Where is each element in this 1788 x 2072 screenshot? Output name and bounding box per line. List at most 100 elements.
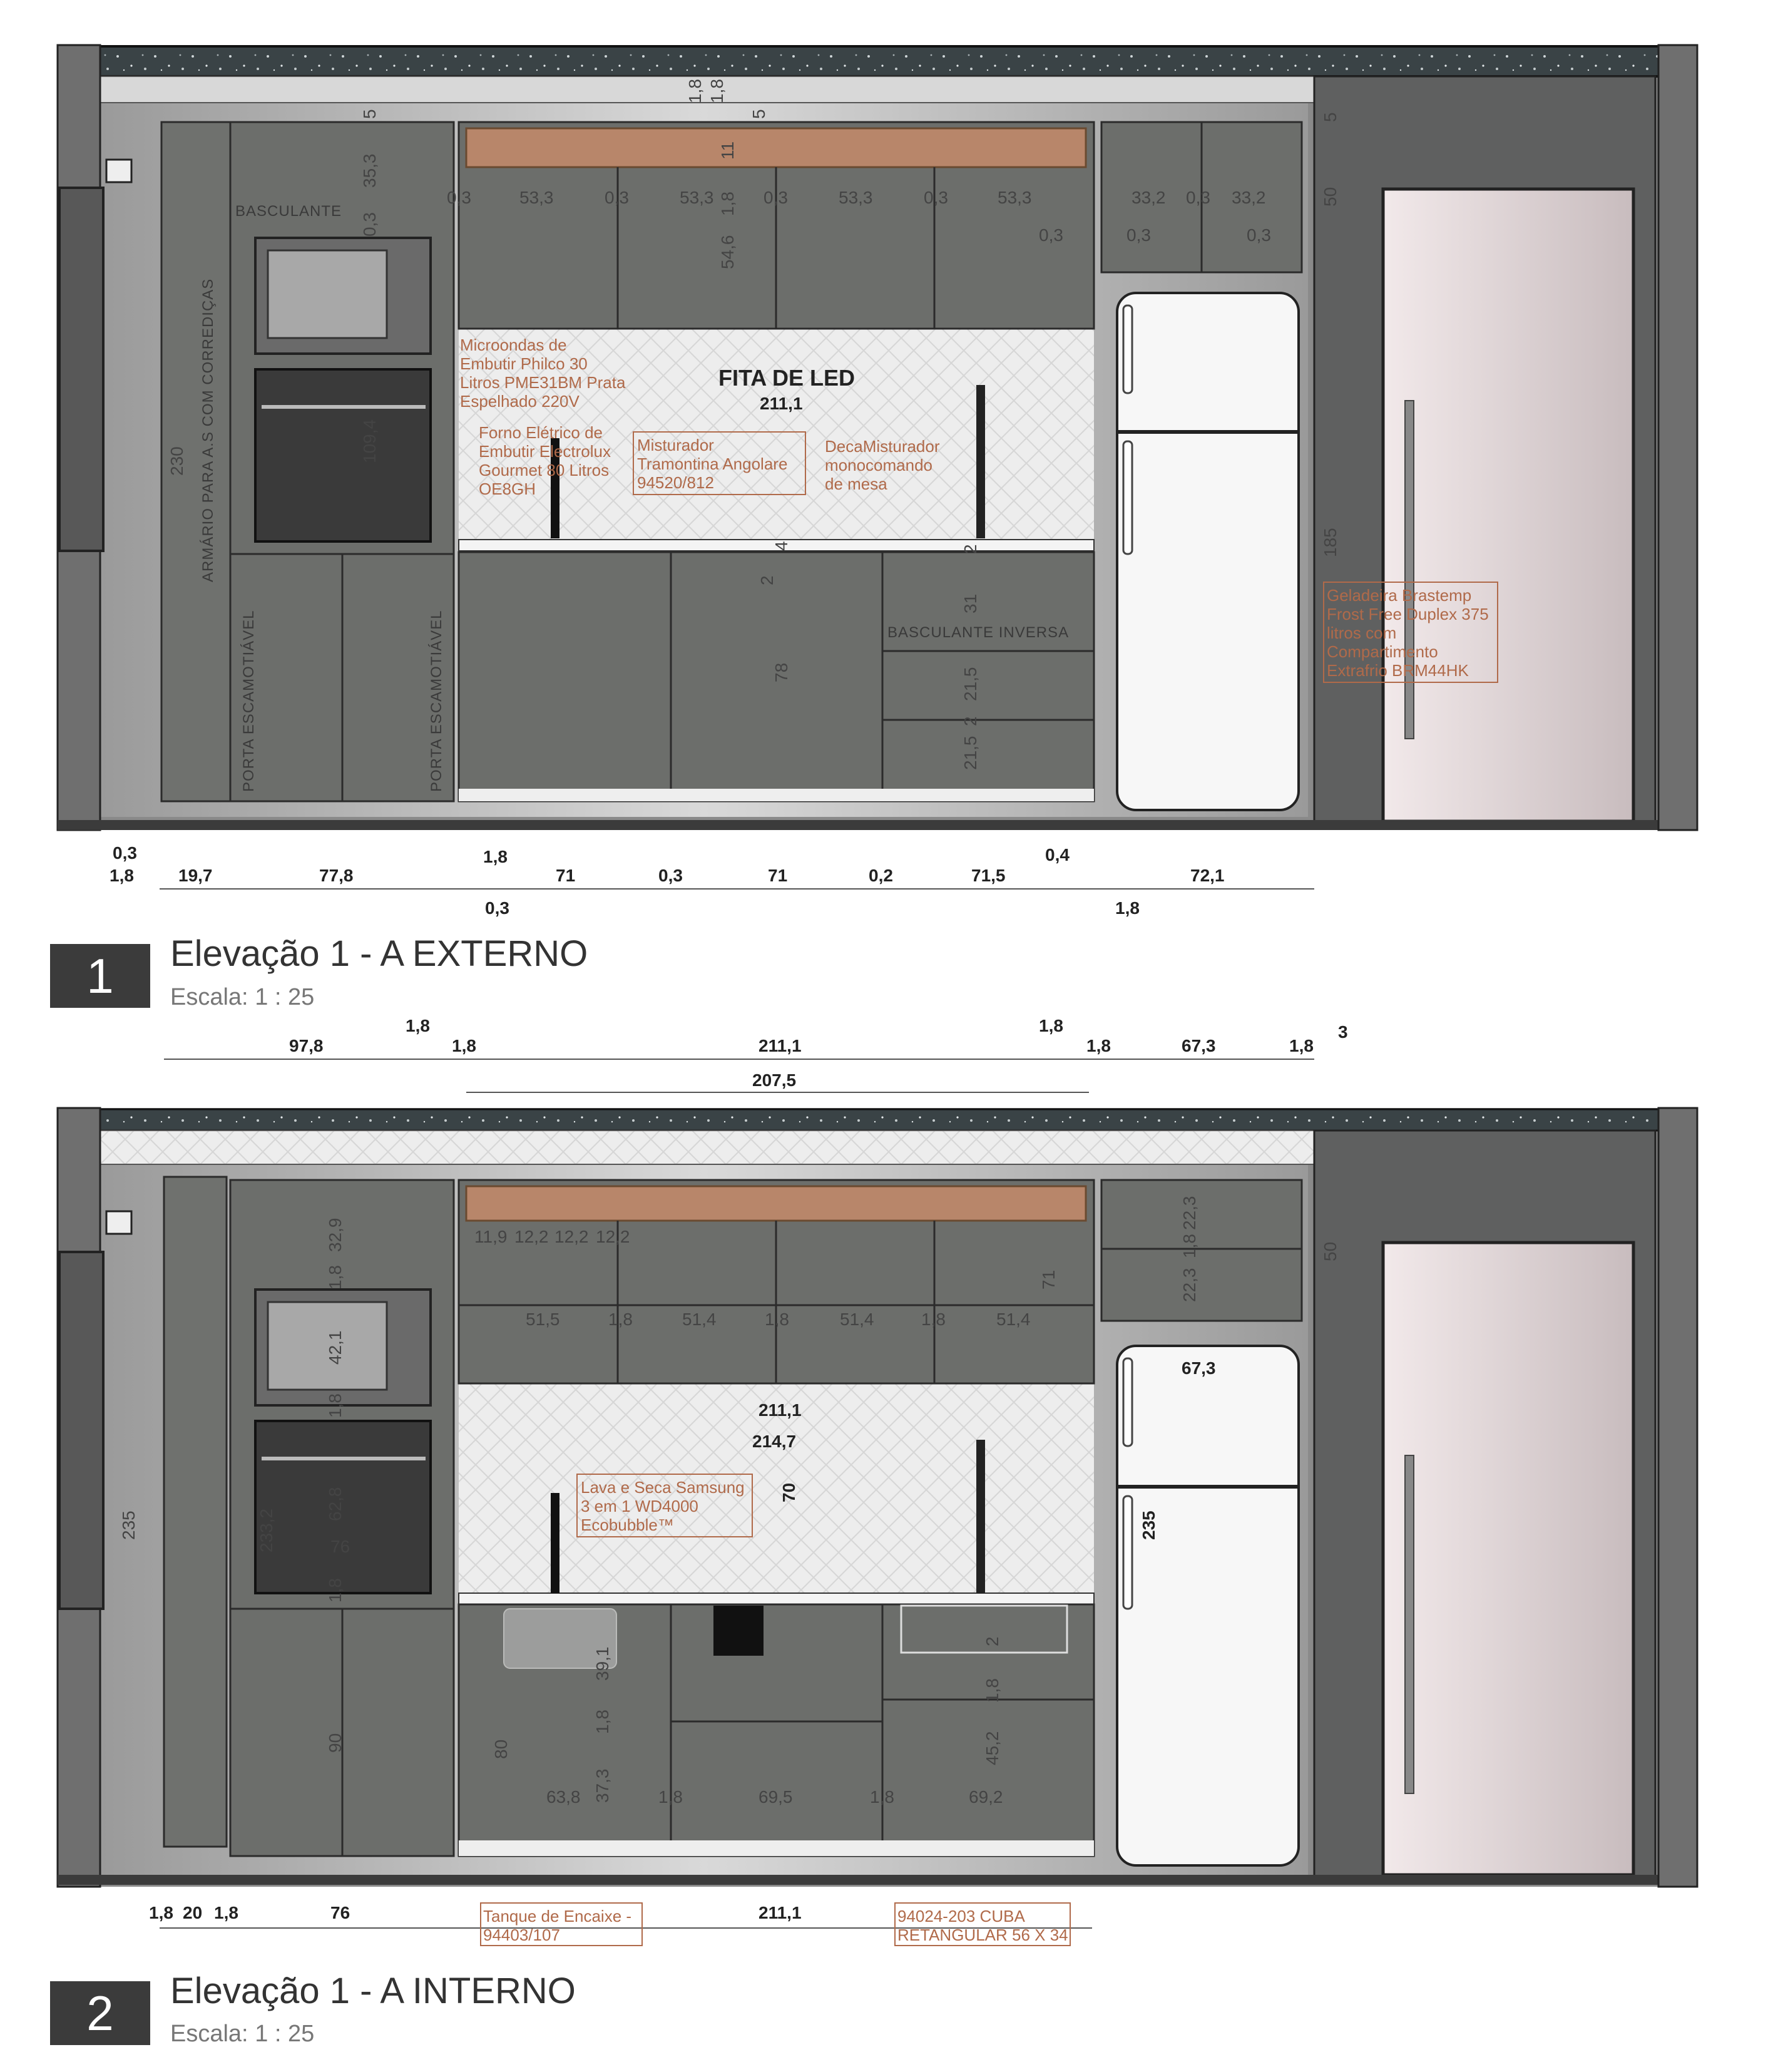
label-basculante-inversa: BASCULANTE INVERSA [887, 624, 1069, 641]
svg-text:35,3: 35,3 [360, 154, 379, 188]
svg-text:67,3: 67,3 [1182, 1036, 1216, 1055]
svg-text:72,1: 72,1 [1190, 866, 1225, 885]
wood-niche-2 [465, 1185, 1087, 1222]
svg-text:Forno Elétrico de: Forno Elétrico de [479, 423, 603, 442]
label-porta-2: PORTA ESCAMOTIÁVEL [428, 610, 445, 792]
svg-text:1,8: 1,8 [149, 1903, 173, 1922]
svg-text:33,2: 33,2 [1232, 188, 1266, 207]
svg-text:33,2: 33,2 [1132, 188, 1166, 207]
elevation-2-title: Elevação 1 - A INTERNO [170, 1971, 576, 2011]
elevation-1 [56, 44, 1699, 890]
label-fita-led: FITA DE LED [718, 365, 855, 391]
upper-dims-1: 0,3 53,3 0,3 53,3 0,3 53,3 0,3 53,3 0,3 … [447, 188, 1271, 245]
svg-text:5: 5 [1321, 112, 1340, 122]
light-switch [105, 158, 133, 183]
plinth [459, 789, 1094, 801]
note-misturador-2: DecaMisturador monocomando de mesa [825, 437, 940, 493]
svg-text:0,3: 0,3 [113, 843, 137, 863]
svg-text:211,1: 211,1 [759, 1400, 802, 1420]
bin [713, 1606, 764, 1656]
svg-text:5: 5 [749, 109, 769, 119]
svg-text:235: 235 [1139, 1510, 1158, 1540]
plinth-2 [459, 1840, 1094, 1856]
svg-text:76: 76 [330, 1903, 350, 1922]
tank-sink [503, 1608, 617, 1669]
svg-text:1,8: 1,8 [452, 1036, 476, 1055]
svg-text:5: 5 [360, 109, 379, 119]
svg-text:Litros PME31BM Prata: Litros PME31BM Prata [460, 373, 626, 392]
svg-text:Embutir Electrolux: Embutir Electrolux [479, 442, 611, 461]
svg-text:Compartimento: Compartimento [1327, 642, 1438, 661]
svg-text:69,2: 69,2 [969, 1787, 1003, 1807]
svg-text:litros com: litros com [1327, 623, 1396, 642]
vertical-dims-1: 5 35,3 0,3 230 109,4 1,8 1,8 5 11 1,8 54… [167, 79, 1340, 770]
elevation-2-number: 2 [50, 1981, 150, 2045]
svg-text:2: 2 [757, 575, 777, 585]
svg-text:42,1: 42,1 [325, 1331, 345, 1365]
svg-text:2: 2 [961, 544, 980, 554]
undermount-sink [900, 1604, 1068, 1654]
svg-text:Misturador: Misturador [637, 436, 714, 454]
floor-line-2 [58, 1875, 1697, 1885]
ceiling-band-2 [100, 1130, 1315, 1165]
svg-text:Tanque de Encaixe -: Tanque de Encaixe - [483, 1907, 631, 1926]
svg-text:90: 90 [325, 1733, 345, 1753]
svg-text:97,8: 97,8 [289, 1036, 324, 1055]
elevation-2 [56, 1059, 1699, 1929]
backsplash [459, 329, 1094, 541]
svg-text:51,4: 51,4 [996, 1310, 1031, 1329]
svg-text:233,2: 233,2 [257, 1509, 276, 1552]
backsplash-2 [459, 1383, 1094, 1596]
svg-text:22,3: 22,3 [1180, 1196, 1199, 1231]
elevation-2-scale: Escala: 1 : 25 [170, 2021, 314, 2048]
note-geladeira: Geladeira Brastemp Frost Free Duplex 375… [1323, 582, 1498, 683]
side-door-2 [1381, 1241, 1635, 1877]
svg-text:monocomando: monocomando [825, 456, 932, 474]
svg-text:1,8: 1,8 [1039, 1016, 1063, 1035]
svg-text:1,8: 1,8 [707, 79, 727, 103]
svg-text:Lava e Seca Samsung: Lava e Seca Samsung [581, 1478, 745, 1497]
svg-text:71: 71 [768, 866, 787, 885]
svg-text:11: 11 [718, 141, 737, 160]
fridge-handle-top-2 [1122, 1357, 1133, 1447]
svg-text:1,8: 1,8 [718, 192, 737, 216]
svg-text:235: 235 [119, 1510, 138, 1540]
svg-text:62,8: 62,8 [325, 1487, 345, 1522]
terrazzo-countertop [79, 45, 1677, 78]
svg-text:1,8: 1,8 [1289, 1036, 1314, 1055]
fridge-handle-bottom-2 [1122, 1495, 1133, 1610]
svg-text:207,5: 207,5 [752, 1070, 796, 1090]
svg-text:1,8: 1,8 [765, 1310, 789, 1329]
svg-text:0,3: 0,3 [447, 188, 471, 207]
svg-text:11,9: 11,9 [474, 1227, 507, 1246]
svg-text:185: 185 [1321, 528, 1340, 557]
label-armario: ARMÁRIO PARA A.S COM CORREDIÇAS [200, 279, 217, 582]
right-wall-edge-2 [1657, 1107, 1699, 1888]
svg-text:0,3: 0,3 [1186, 188, 1210, 207]
svg-text:39,1: 39,1 [593, 1647, 612, 1681]
svg-text:1,8: 1,8 [921, 1310, 946, 1329]
svg-text:Gourmet 80 Litros: Gourmet 80 Litros [479, 461, 609, 480]
svg-text:1,8: 1,8 [983, 1678, 1002, 1703]
svg-text:de mesa: de mesa [825, 474, 887, 493]
label-fita-dim: 211,1 [760, 394, 803, 413]
svg-text:76: 76 [330, 1537, 350, 1556]
svg-text:12,2: 12,2 [596, 1227, 630, 1246]
svg-text:20: 20 [183, 1903, 202, 1922]
svg-text:94403/107: 94403/107 [483, 1926, 560, 1944]
svg-text:1,8: 1,8 [1115, 898, 1140, 918]
svg-text:19,7: 19,7 [178, 866, 213, 885]
svg-text:21,5: 21,5 [961, 736, 980, 771]
door-handle-left-2 [58, 1251, 105, 1610]
svg-text:0,3: 0,3 [924, 188, 948, 207]
svg-text:51,4: 51,4 [840, 1310, 874, 1329]
svg-text:50: 50 [1321, 1242, 1340, 1261]
svg-text:77,8: 77,8 [319, 866, 354, 885]
svg-text:1,8: 1,8 [406, 1016, 430, 1035]
inner-dims-2: 32,9 1,8 42,1 1,8 233,2 62,8 76 1,8 90 2… [119, 1196, 1340, 1807]
scale-label: Escala: [170, 2021, 248, 2047]
svg-text:Embutir Philco 30: Embutir Philco 30 [460, 354, 588, 373]
svg-text:71: 71 [556, 866, 575, 885]
terrazzo-countertop-2 [79, 1108, 1677, 1132]
label-porta-1: PORTA ESCAMOTIÁVEL [240, 610, 257, 792]
